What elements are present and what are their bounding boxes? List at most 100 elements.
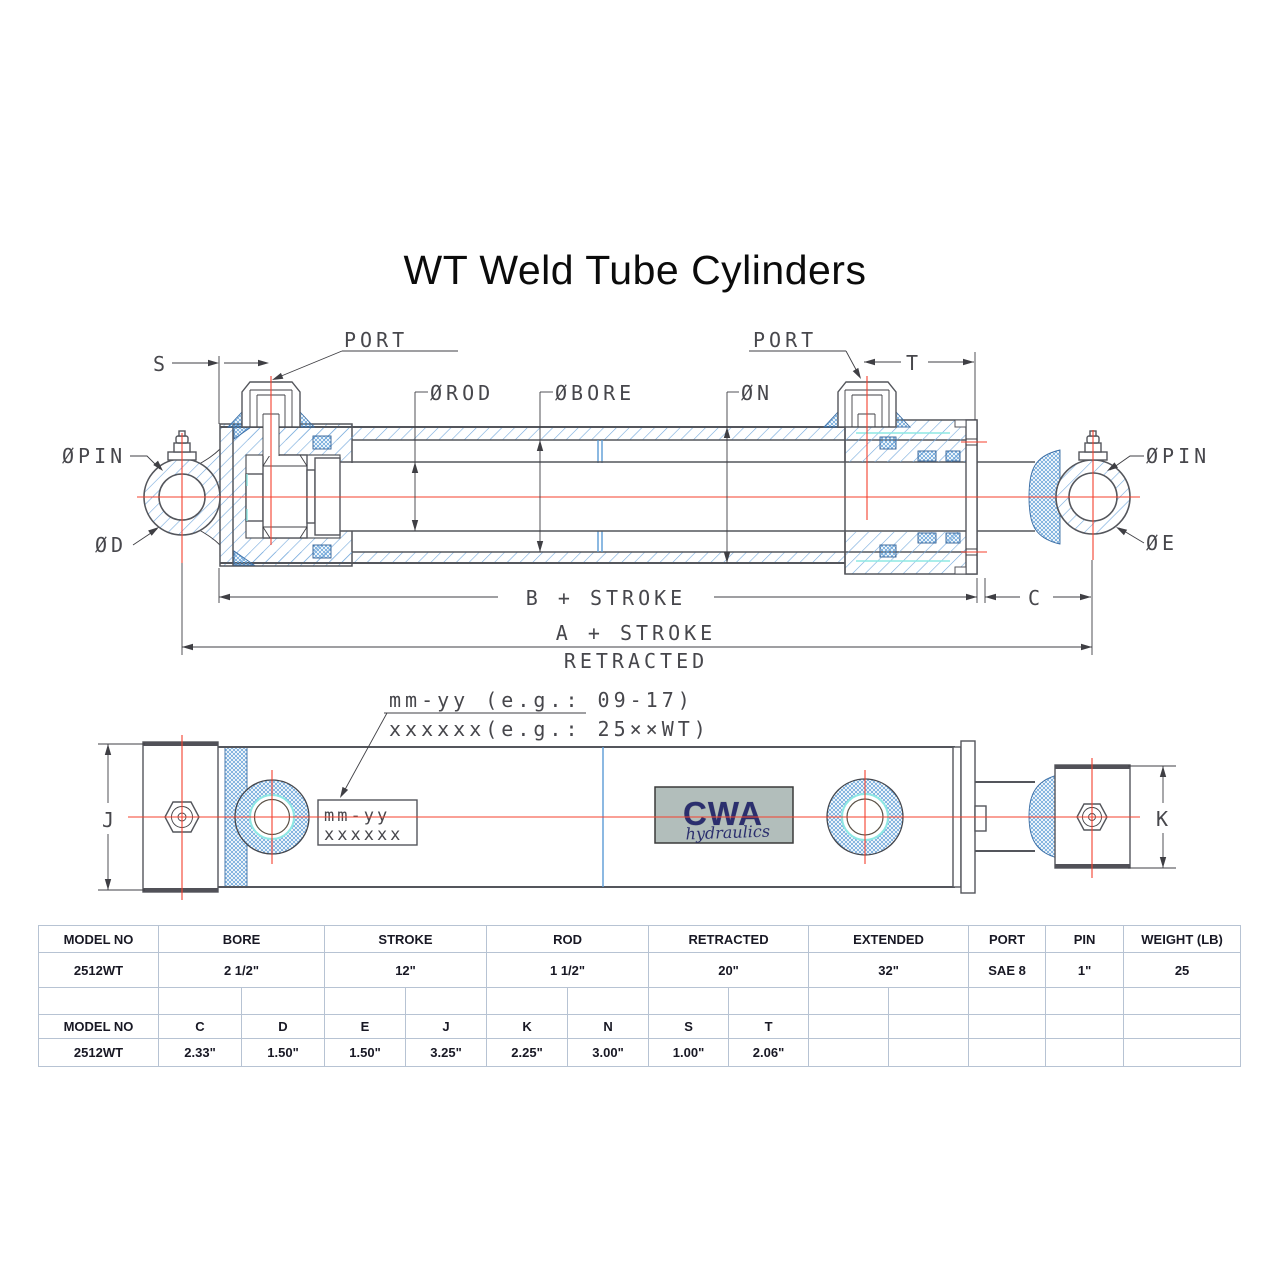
- dim-value: 2.25": [486, 1038, 569, 1067]
- label-c: C: [1028, 586, 1044, 610]
- label-e: ØE: [1146, 531, 1178, 555]
- table-cell: [808, 1038, 890, 1067]
- label-b-stroke: B + STROKE: [526, 586, 686, 610]
- dim-value: 3.25": [404, 1038, 488, 1067]
- centerlines-bottom: [128, 735, 1140, 900]
- label-n: ØN: [741, 381, 773, 405]
- table-cell: [241, 987, 325, 1015]
- table-cell: [1045, 1014, 1125, 1039]
- label-t: T: [906, 351, 922, 375]
- table-cell: [158, 987, 242, 1015]
- label-k: K: [1156, 807, 1172, 831]
- column-header: K: [486, 1014, 569, 1039]
- spec-value: SAE 8: [968, 952, 1047, 988]
- column-header: C: [158, 1014, 242, 1039]
- tube-wall-top: [233, 427, 845, 440]
- column-header: RETRACTED: [648, 925, 810, 953]
- column-header: WEIGHT (LB): [1123, 925, 1242, 953]
- note-line2: xxxxxx(e.g.: 25××WT): [389, 717, 710, 741]
- dimensions: S T PORT PORT ØROD: [62, 328, 1210, 673]
- table-cell: [888, 987, 970, 1015]
- label-d: ØD: [95, 533, 127, 557]
- table-cell: [1045, 1038, 1125, 1067]
- table-cell: [648, 987, 730, 1015]
- table-cell: [486, 987, 569, 1015]
- table-cell: [888, 1038, 970, 1067]
- label-j: J: [102, 808, 118, 832]
- table-cell: [1045, 987, 1125, 1015]
- table-cell: [968, 1038, 1047, 1067]
- column-header: STROKE: [323, 925, 488, 953]
- dim-value: 2512WT: [38, 1038, 159, 1067]
- label-a-stroke: A + STROKE: [556, 621, 716, 645]
- label-port-left: PORT: [344, 328, 408, 352]
- spec-value: 2 1/2": [158, 952, 325, 988]
- label-pin-right: ØPIN: [1146, 444, 1210, 468]
- dim-value: 2.06": [728, 1038, 810, 1067]
- date-stamp-box: mm-yy xxxxxx: [317, 799, 418, 846]
- label-rod: ØROD: [430, 381, 494, 405]
- spec-value: 32": [808, 952, 970, 988]
- spec-value: 1": [1045, 952, 1125, 988]
- spec-value: 25: [1123, 952, 1242, 988]
- table-cell: [567, 987, 650, 1015]
- column-header: BORE: [158, 925, 325, 953]
- table-cell: [888, 1014, 970, 1039]
- table-cell: [728, 987, 810, 1015]
- spec-value: 20": [648, 952, 810, 988]
- table-cell: [38, 987, 159, 1015]
- port-boss-circle-left: [234, 779, 310, 855]
- label-pin-left: ØPIN: [62, 444, 126, 468]
- column-header: J: [404, 1014, 488, 1039]
- dimension-k: K: [1128, 765, 1176, 869]
- logo-plate: [654, 786, 794, 844]
- spec-value: 12": [323, 952, 488, 988]
- spec-value: 2512WT: [38, 952, 159, 988]
- logo-text: CWA: [683, 795, 763, 832]
- page-title: WT Weld Tube Cylinders: [403, 247, 867, 293]
- label-retracted: RETRACTED: [564, 649, 708, 673]
- logo-tagline: hydraulics: [685, 822, 770, 844]
- table-cell: [1123, 1038, 1242, 1067]
- dim-value: 2.33": [158, 1038, 242, 1067]
- column-header: MODEL NO: [38, 925, 159, 953]
- stamp-line2: xxxxxx: [324, 825, 403, 845]
- column-header: PORT: [968, 925, 1047, 953]
- table-cell: [808, 987, 890, 1015]
- stamp-line1: mm-yy: [324, 806, 390, 826]
- dimension-j: J: [98, 743, 145, 891]
- column-header: PIN: [1045, 925, 1125, 953]
- table-cell: [968, 987, 1047, 1015]
- label-port-right: PORT: [753, 328, 817, 352]
- column-header: T: [728, 1014, 810, 1039]
- tube-wall-bottom: [233, 552, 845, 563]
- column-header: D: [241, 1014, 325, 1039]
- column-header: MODEL NO: [38, 1014, 159, 1039]
- column-header: ROD: [486, 925, 650, 953]
- table-cell: [324, 987, 406, 1015]
- dim-value: 1.00": [648, 1038, 730, 1067]
- external-view: CWA hydraulics mm-yy xxxxxx mm-yy (e.g.:…: [98, 688, 1176, 900]
- column-header: S: [648, 1014, 730, 1039]
- cylinder-drawing: S T PORT PORT ØROD: [62, 328, 1210, 900]
- dim-value: 1.50": [241, 1038, 325, 1067]
- dim-value: 3.00": [567, 1038, 650, 1067]
- table-cell: [808, 1014, 890, 1039]
- column-header: EXTENDED: [808, 925, 970, 953]
- table-cell: [968, 1014, 1047, 1039]
- table-cell: [1123, 1014, 1242, 1039]
- column-header: E: [324, 1014, 406, 1039]
- column-header: N: [567, 1014, 650, 1039]
- label-s: S: [153, 352, 169, 376]
- centerlines: [137, 376, 1140, 563]
- table-cell: [1123, 987, 1242, 1015]
- section-view: S T PORT PORT ØROD: [62, 328, 1210, 673]
- note-line1: mm-yy (e.g.: 09-17): [389, 688, 694, 712]
- spec-value: 1 1/2": [486, 952, 650, 988]
- stamp-note: mm-yy (e.g.: 09-17) xxxxxx(e.g.: 25××WT): [337, 688, 710, 800]
- logo: CWA hydraulics: [654, 786, 794, 844]
- dim-value: 1.50": [324, 1038, 406, 1067]
